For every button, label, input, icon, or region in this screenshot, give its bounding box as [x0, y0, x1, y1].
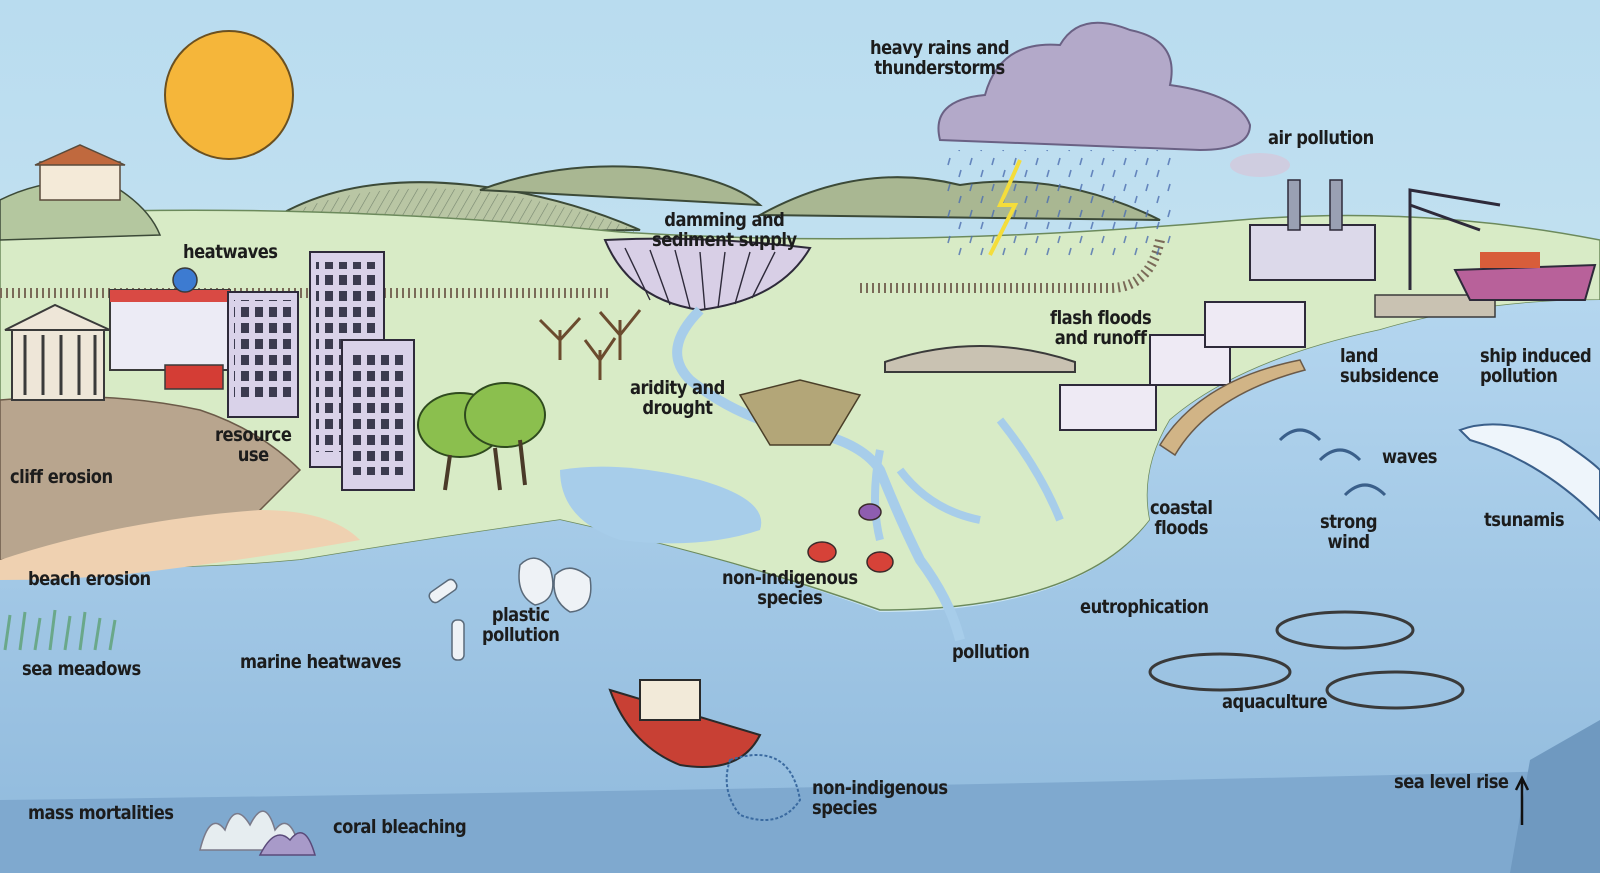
aquaculture-pen-2 — [1148, 652, 1292, 692]
smoke — [1230, 153, 1290, 177]
chimney-2 — [1329, 179, 1343, 231]
waves — [1278, 428, 1387, 497]
sea-floor — [0, 770, 1600, 873]
museum-columns — [23, 335, 97, 395]
tree-2 — [464, 382, 546, 448]
dry-trees — [538, 309, 642, 380]
hospital-sign — [172, 267, 198, 293]
bridge — [884, 345, 1076, 373]
river — [672, 306, 965, 642]
label-sea-level-rise: sea level rise — [1394, 771, 1509, 793]
label-waves: waves — [1382, 446, 1438, 468]
label-heavy-rains: heavy rains and thunderstorms — [870, 37, 1010, 79]
label-flash-floods: flash floods and runoff — [1050, 307, 1152, 349]
chimney-1 — [1287, 179, 1301, 231]
plastic-bottle-2 — [451, 619, 465, 661]
label-aridity: aridity and drought — [630, 377, 725, 419]
label-resource-use: resource use — [215, 424, 292, 466]
museum — [11, 329, 105, 401]
sea-wall — [1158, 359, 1307, 457]
label-air-pollution: air pollution — [1268, 127, 1374, 149]
ambulance — [164, 364, 224, 390]
label-plastic-pollution: plastic pollution — [482, 604, 560, 646]
label-pollution: pollution — [952, 641, 1030, 663]
label-damming: damming and sediment supply — [652, 209, 797, 251]
coral-purple — [258, 832, 316, 856]
tower-3-windows — [348, 350, 408, 475]
crane — [1408, 188, 1501, 290]
ship-hull — [1453, 263, 1597, 301]
aquaculture-pen-3 — [1325, 670, 1465, 710]
label-coral-bleaching: coral bleaching — [333, 816, 467, 838]
boat-cabin — [639, 679, 701, 721]
house-1 — [1059, 384, 1157, 431]
plastic-bag-1 — [518, 557, 554, 606]
river-delta — [871, 417, 1064, 541]
railway-right — [860, 238, 1165, 293]
factory — [1249, 224, 1376, 281]
label-aquaculture: aquaculture — [1222, 691, 1328, 713]
lagoon — [560, 466, 762, 544]
label-heatwaves: heatwaves — [183, 241, 278, 263]
label-eutrophication: eutrophication — [1080, 596, 1209, 618]
label-mass-mortalities: mass mortalities — [28, 802, 174, 824]
crab-2 — [866, 551, 894, 573]
crab-1 — [807, 541, 837, 563]
tree-trunks — [443, 439, 527, 491]
house-3 — [1204, 301, 1306, 348]
farmland — [738, 379, 862, 446]
label-non-indigenous-species-1: non-indigenous species — [722, 567, 858, 609]
plastic-bag-2 — [553, 567, 592, 613]
rain — [945, 150, 1175, 260]
label-coastal-floods: coastal floods — [1150, 497, 1213, 539]
sea-cut-face — [1510, 720, 1600, 873]
tower-1-windows — [234, 300, 292, 400]
crab-3 — [858, 503, 882, 521]
sea-level-arrow — [1514, 775, 1530, 825]
storm-cloud — [937, 21, 1252, 152]
dam-lines — [624, 247, 776, 311]
port — [1374, 294, 1496, 318]
hill-3 — [479, 165, 763, 207]
fishing-net — [725, 754, 802, 821]
tsunami — [1458, 423, 1600, 522]
hospital-roof-band — [110, 290, 230, 302]
label-marine-heatwaves: marine heatwaves — [240, 651, 402, 673]
aquaculture-pen-1 — [1275, 610, 1415, 650]
villa-roof — [34, 144, 126, 166]
label-sea-meadows: sea meadows — [22, 658, 141, 680]
hospital — [109, 289, 231, 371]
label-beach-erosion: beach erosion — [28, 568, 151, 590]
sea — [0, 300, 1600, 873]
label-cliff-erosion: cliff erosion — [10, 466, 113, 488]
lightning — [988, 159, 1022, 256]
ship-containers — [1480, 252, 1540, 268]
label-non-indigenous-species-2: non-indigenous species — [812, 777, 948, 819]
sea-meadow — [3, 609, 117, 651]
label-land-subsidence: land subsidence — [1340, 345, 1439, 387]
label-strong-wind: strong wind — [1320, 511, 1378, 553]
plastic-bottle-1 — [428, 578, 458, 604]
label-ship-pollution: ship induced pollution — [1480, 345, 1592, 387]
label-tsunamis: tsunamis — [1484, 509, 1565, 531]
sun — [164, 30, 294, 160]
beach — [0, 510, 360, 580]
villa — [39, 161, 121, 201]
